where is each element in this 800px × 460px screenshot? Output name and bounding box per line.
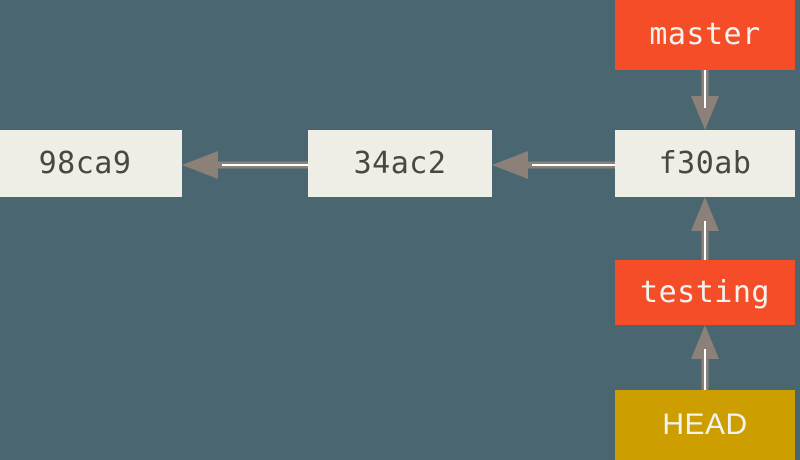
commit-node-98ca9[interactable]: 98ca9 xyxy=(0,130,182,197)
branch-label-master: master xyxy=(649,17,761,52)
arrow-testing-to-f30ab xyxy=(689,197,721,260)
arrow-head-to-testing xyxy=(689,325,721,390)
arrow-f30ab-to-34ac2 xyxy=(492,149,615,181)
commit-label-34ac2: 34ac2 xyxy=(353,145,447,181)
commit-label-98ca9: 98ca9 xyxy=(38,145,132,181)
branch-node-master[interactable]: master xyxy=(615,0,795,70)
head-label: HEAD xyxy=(662,408,748,441)
arrow-34ac2-to-98ca9 xyxy=(182,149,308,181)
commit-node-34ac2[interactable]: 34ac2 xyxy=(308,130,492,197)
head-node[interactable]: HEAD xyxy=(615,390,795,460)
commit-label-f30ab: f30ab xyxy=(658,145,752,181)
commit-node-f30ab[interactable]: f30ab xyxy=(615,130,795,197)
arrow-master-to-f30ab xyxy=(689,70,721,130)
branch-label-testing: testing xyxy=(640,274,770,310)
branch-node-testing[interactable]: testing xyxy=(615,260,795,325)
